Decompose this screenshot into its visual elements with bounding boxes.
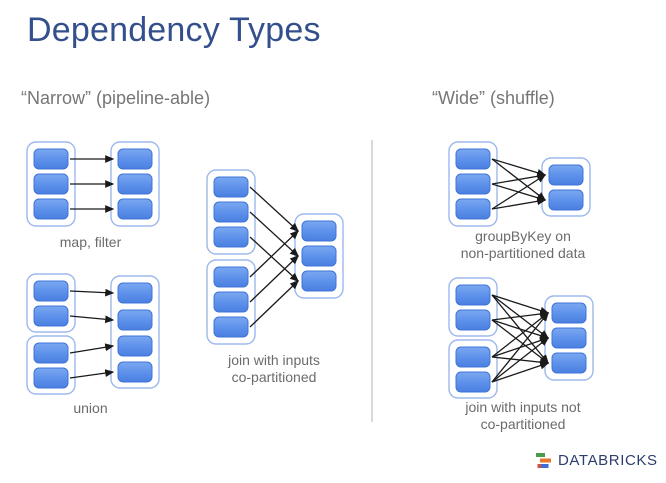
partition-box (117, 335, 153, 357)
partition-box (548, 164, 584, 186)
dependency-edge (491, 319, 550, 364)
figure-caption-union: union (73, 400, 108, 416)
dependency-edge (69, 369, 115, 379)
diagram-join-not-co-partitioned (448, 277, 594, 399)
partition-box (213, 226, 249, 248)
partition-box (117, 198, 153, 220)
partition-box (117, 361, 153, 383)
diagram-map-filter (26, 141, 160, 227)
dependency-edge (491, 294, 550, 315)
column-divider (371, 140, 373, 422)
dependency-edge (491, 158, 547, 177)
partition-box (117, 173, 153, 195)
partition-box (117, 282, 153, 304)
partition-box (33, 305, 69, 327)
partition-box (33, 280, 69, 302)
dependency-edge (249, 186, 299, 232)
diagram-join-co-partitioned (206, 169, 344, 345)
partition-box (213, 266, 249, 288)
diagram-union (26, 273, 160, 395)
partition-box (117, 148, 153, 170)
dependency-edge (69, 288, 115, 297)
partition-box (455, 371, 491, 393)
partition-box (301, 220, 337, 242)
rdd-container-target (110, 275, 160, 389)
dependency-edge (491, 310, 550, 321)
partition-box (455, 148, 491, 170)
partition-box (117, 309, 153, 331)
dependency-edge (491, 197, 547, 210)
partition-box (455, 309, 491, 331)
partition-box (301, 270, 337, 292)
partition-box (301, 245, 337, 267)
partition-box (551, 352, 587, 374)
column-heading-narrow: “Narrow” (pipeline-able) (21, 88, 211, 108)
dependency-edge (491, 361, 550, 383)
partition-box (213, 176, 249, 198)
dependency-edge (491, 319, 550, 340)
partition-box (33, 173, 69, 195)
page-title: Dependency Types (27, 11, 321, 49)
dependency-edge (491, 172, 547, 185)
partition-box (455, 198, 491, 220)
partition-box (213, 316, 249, 338)
figure-caption-join-not-co-partitioned: join with inputs not co-partitioned (465, 399, 581, 432)
figure-caption-groupbykey: groupByKey on non-partitioned data (460, 228, 586, 261)
partition-box (213, 201, 249, 223)
partition-box (551, 327, 587, 349)
partition-box (213, 291, 249, 313)
databricks-wordmark: DATABRICKS (558, 452, 658, 469)
diagram-groupbykey (448, 141, 591, 227)
dependency-edge (491, 311, 549, 383)
dependency-edge (249, 236, 299, 282)
partition-box (455, 346, 491, 368)
partition-box (455, 173, 491, 195)
databricks-logo: DATABRICKS (536, 452, 658, 469)
dependency-edge (249, 255, 299, 303)
dependency-edge (491, 174, 547, 210)
databricks-mark-icon (536, 453, 551, 468)
figure-caption-join-co-partitioned: join with inputs co-partitioned (228, 352, 320, 385)
partition-box (548, 189, 584, 211)
dependency-edge (249, 211, 299, 257)
partition-box (551, 302, 587, 324)
dependency-edge (491, 312, 550, 358)
partition-box (33, 342, 69, 364)
partition-box (33, 148, 69, 170)
partition-box (33, 198, 69, 220)
dependency-edge (69, 343, 115, 354)
dependency-edge (249, 230, 299, 278)
dependency-edge (249, 280, 299, 328)
dependency-edge (491, 337, 550, 383)
partition-box (455, 284, 491, 306)
dependency-edge (69, 315, 115, 324)
column-heading-wide: “Wide” (shuffle) (432, 88, 555, 108)
figure-caption-map-filter: map, filter (59, 234, 122, 250)
partition-box (33, 367, 69, 389)
